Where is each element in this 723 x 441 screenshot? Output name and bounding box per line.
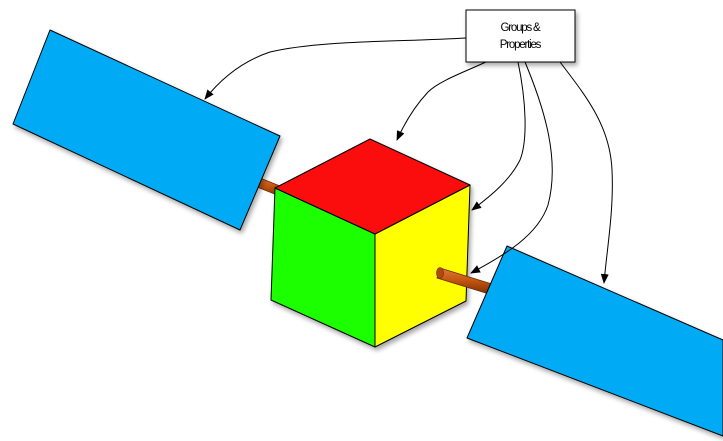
- right-connector-rod: [436, 267, 493, 295]
- label-line-2: Properties: [500, 39, 542, 51]
- annotation-arrows: [204, 37, 613, 284]
- label-line-1: Groups &: [501, 22, 542, 34]
- cube-body: [270, 138, 471, 348]
- groups-properties-label-box: [465, 9, 576, 63]
- arrow-to-cube-right-upper: [471, 61, 526, 211]
- arrow-to-cube-right-lower: [470, 61, 553, 274]
- arrow-to-right-panel: [559, 61, 613, 284]
- right-solar-panel: [466, 245, 723, 437]
- left-solar-panel: [12, 29, 281, 231]
- cube-top-face: [274, 138, 471, 235]
- arrow-to-left-panel: [204, 37, 467, 100]
- arrow-to-cube-top: [396, 59, 491, 141]
